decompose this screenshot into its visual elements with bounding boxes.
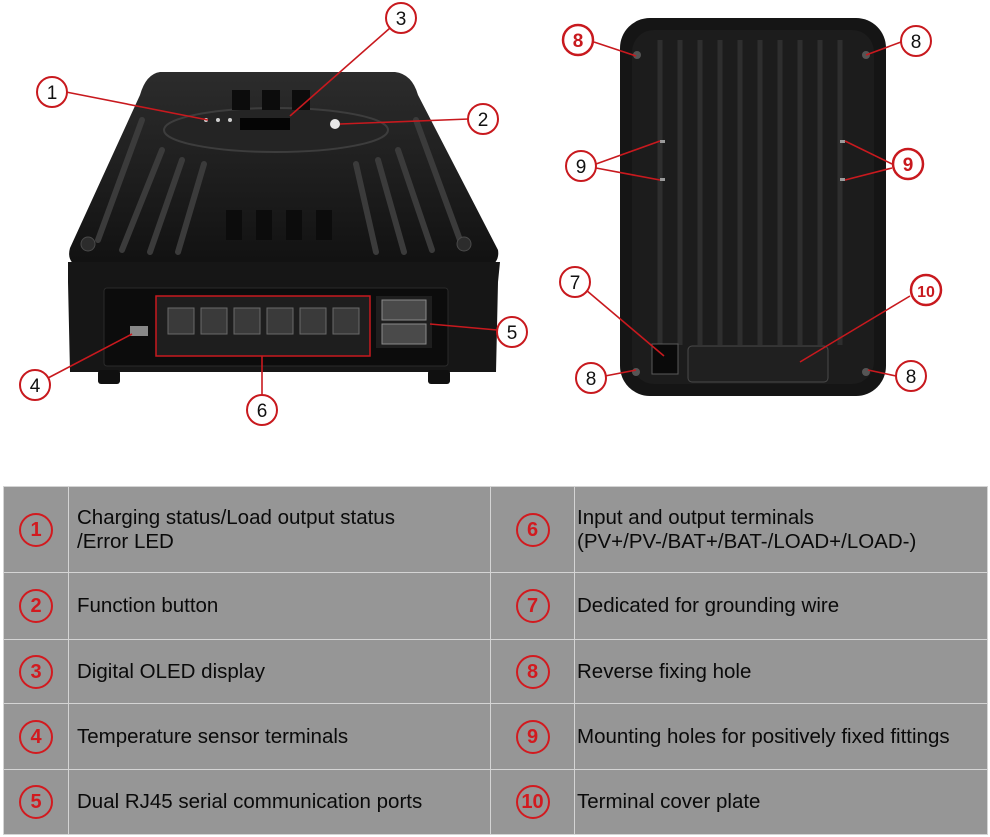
legend-row: 2 Function button 7 Dedicated for ground… bbox=[3, 572, 988, 640]
legend-description: Temperature sensor terminals bbox=[68, 703, 491, 770]
callout-5: 5 bbox=[496, 316, 528, 348]
legend-table: 1 Charging status/Load output status /Er… bbox=[3, 486, 988, 835]
callout-8-bottom-right: 8 bbox=[895, 360, 927, 392]
product-diagram: 1 2 3 4 5 6 7 8 8 8 8 9 bbox=[19, 2, 943, 426]
svg-text:5: 5 bbox=[507, 323, 518, 344]
callout-9-right: 9 bbox=[891, 147, 925, 181]
legend-description: Digital OLED display bbox=[68, 639, 491, 704]
callout-10: 10 bbox=[909, 273, 943, 307]
svg-text:7: 7 bbox=[570, 273, 581, 294]
callout-9-left: 9 bbox=[565, 150, 597, 182]
back-device-view bbox=[620, 18, 886, 396]
number-badge: 4 bbox=[19, 719, 53, 754]
legend-description: Dedicated for grounding wire bbox=[574, 572, 988, 640]
callout-8-bottom-left: 8 bbox=[575, 362, 607, 394]
leader-lines bbox=[47, 27, 911, 396]
legend-row: 3 Digital OLED display 8 Reverse fixing … bbox=[3, 639, 988, 704]
legend-description: Function button bbox=[68, 572, 491, 640]
number-badge: 6 bbox=[515, 512, 550, 547]
number-badge: 1 bbox=[19, 512, 53, 547]
callout-3: 3 bbox=[385, 2, 417, 34]
callout-1: 1 bbox=[36, 76, 68, 108]
legend-description: Terminal cover plate bbox=[574, 769, 988, 835]
svg-text:1: 1 bbox=[47, 83, 58, 104]
svg-text:8: 8 bbox=[906, 367, 917, 388]
svg-text:8: 8 bbox=[586, 369, 597, 390]
callout-2: 2 bbox=[467, 103, 499, 135]
legend-description: Reverse fixing hole bbox=[574, 639, 988, 704]
legend-row: 5 Dual RJ45 serial communication ports 1… bbox=[3, 769, 988, 835]
number-badge: 2 bbox=[19, 589, 53, 623]
number-badge: 8 bbox=[515, 654, 550, 689]
callout-7: 7 bbox=[559, 266, 591, 298]
number-badge: 9 bbox=[515, 719, 550, 754]
legend-description: Dual RJ45 serial communication ports bbox=[68, 769, 491, 835]
legend-description: Charging status/Load output status /Erro… bbox=[68, 486, 491, 573]
number-badge: 10 bbox=[515, 785, 550, 819]
number-badge: 7 bbox=[515, 589, 550, 623]
svg-text:8: 8 bbox=[911, 32, 922, 53]
legend-row: 1 Charging status/Load output status /Er… bbox=[3, 486, 988, 573]
svg-text:9: 9 bbox=[576, 157, 587, 178]
svg-text:4: 4 bbox=[30, 376, 41, 397]
callout-4: 4 bbox=[19, 369, 51, 401]
legend-description: Input and output terminals (PV+/PV-/BAT+… bbox=[574, 486, 988, 573]
svg-text:2: 2 bbox=[478, 110, 489, 131]
svg-text:3: 3 bbox=[396, 9, 407, 30]
svg-text:8: 8 bbox=[573, 31, 584, 52]
legend-description: Mounting holes for positively fixed fitt… bbox=[574, 703, 988, 770]
svg-text:6: 6 bbox=[257, 401, 268, 422]
number-badge: 5 bbox=[19, 785, 53, 819]
front-device-view bbox=[68, 72, 500, 384]
callout-6: 6 bbox=[246, 394, 278, 426]
svg-text:9: 9 bbox=[903, 155, 914, 176]
svg-text:10: 10 bbox=[917, 284, 935, 301]
callout-8-top-right: 8 bbox=[900, 25, 932, 57]
number-badge: 3 bbox=[19, 654, 53, 689]
callout-8-top-left: 8 bbox=[561, 23, 595, 57]
legend-row: 4 Temperature sensor terminals 9 Mountin… bbox=[3, 703, 988, 770]
